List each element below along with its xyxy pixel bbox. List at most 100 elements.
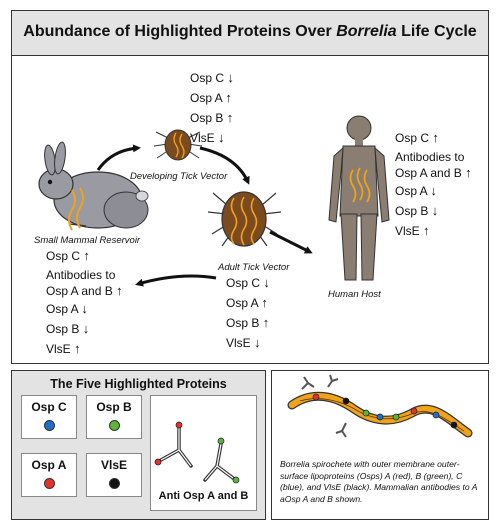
antibody-label: Anti Osp A and B	[158, 490, 249, 502]
osp-b-dot	[362, 409, 370, 417]
level-arrow: ↓	[254, 335, 261, 350]
levels-reservoir: Osp C ↑ Antibodies to Osp A and B ↑ Osp …	[46, 246, 123, 359]
antibodies-label: Osp A and B	[395, 166, 462, 180]
level-row: Osp A and B ↑	[46, 283, 123, 299]
legend-osp-a-name: Osp A	[31, 458, 67, 472]
vlse-dot	[342, 397, 350, 405]
level-arrow: ↑	[74, 341, 81, 356]
level-row: Osp C ↓	[226, 273, 270, 293]
antibodies-label: Antibodies to	[46, 268, 116, 282]
level-row: Osp A ↑	[226, 293, 270, 313]
protein-label: VlsE	[226, 336, 251, 350]
caption-human: Human Host	[328, 289, 381, 300]
protein-label: Osp A	[226, 296, 259, 310]
levels-developing-tick: Osp C ↓ Osp A ↑ Osp B ↑ VlsE ↓	[190, 68, 234, 148]
spirochete-flagellum	[299, 398, 465, 432]
level-row: Antibodies to	[46, 268, 123, 283]
protein-label: Osp B	[395, 204, 429, 218]
protein-label: Osp C	[46, 249, 81, 263]
protein-label: Osp B	[226, 316, 260, 330]
antibodies-label: Osp A and B	[46, 284, 113, 298]
level-row: Antibodies to	[395, 150, 472, 165]
legend-osp-a: Osp A	[21, 453, 77, 497]
caption-developing-tick: Developing Tick Vector	[130, 171, 228, 182]
levels-adult-tick: Osp C ↓ Osp A ↑ Osp B ↑ VlsE ↓	[226, 273, 270, 353]
level-arrow: ↓	[430, 183, 437, 198]
life-cycle-illustration	[38, 115, 390, 287]
legend-osp-c: Osp C	[21, 395, 77, 439]
arrow-reservoir-to-developing-tick	[96, 144, 141, 171]
level-row: VlsE ↓	[226, 333, 270, 353]
arrow-adult-tick-to-human	[269, 230, 313, 254]
protein-label: Osp A	[190, 91, 223, 105]
level-row: Osp A ↓	[395, 181, 472, 201]
level-row: Osp A ↓	[46, 299, 123, 319]
protein-label: Osp B	[46, 322, 80, 336]
level-row: Osp A ↑	[190, 88, 234, 108]
level-arrow: ↑	[226, 110, 234, 125]
protein-label: Osp C	[226, 276, 261, 290]
cycle-arrows	[96, 144, 313, 287]
osp-a-dot	[312, 393, 320, 401]
vlse-dot	[109, 478, 120, 489]
protein-label: Osp C	[395, 131, 430, 145]
arrow-adult-tick-to-reservoir	[135, 274, 217, 287]
level-row: Osp C ↓	[190, 68, 234, 88]
osp-a-dot	[44, 478, 55, 489]
spirochete-panel: Borrelia spirochete with outer membrane …	[271, 370, 489, 520]
protein-label: Osp C	[190, 71, 225, 85]
arrow-developing-to-adult-tick	[199, 146, 250, 185]
caption-reservoir: Small Mammal Reservoir	[34, 235, 141, 246]
vlse-dot	[450, 421, 458, 429]
osp-a-dot	[410, 407, 418, 415]
developing-tick-icon	[153, 129, 203, 161]
legend-vlse-name: VlsE	[100, 458, 127, 472]
level-arrow: ↑	[423, 223, 430, 238]
legend-osp-b-name: Osp B	[96, 400, 132, 414]
antibodies-label: Antibodies to	[395, 150, 465, 164]
level-arrow: ↑	[432, 130, 439, 145]
level-row: Osp C ↑	[395, 128, 472, 148]
antibody-icon	[154, 421, 240, 484]
level-row: Osp C ↑	[46, 246, 123, 266]
level-row: Osp A and B ↑	[395, 165, 472, 181]
level-arrow: ↑	[83, 248, 90, 263]
level-row: Osp B ↑	[190, 108, 234, 128]
osp-c-dot	[376, 413, 384, 421]
spirochete-caption: Borrelia spirochete with outer membrane …	[280, 459, 478, 504]
osp-b-dot	[109, 420, 120, 431]
title-organism: Borrelia	[336, 23, 397, 40]
antibody-legend: Anti Osp A and B	[150, 395, 257, 511]
protein-label: VlsE	[46, 342, 71, 356]
page-title: Abundance of Highlighted Proteins Over B…	[12, 23, 488, 41]
level-arrow: ↓	[218, 130, 225, 145]
level-row: Osp B ↓	[395, 201, 472, 221]
protein-legend-panel: The Five Highlighted Proteins Osp C Osp …	[11, 370, 266, 520]
spirochete-body	[288, 393, 472, 437]
level-row: Osp B ↓	[46, 319, 123, 339]
level-arrow: ↑	[262, 315, 270, 330]
protein-label: Osp B	[190, 111, 224, 125]
caption-adult-tick: Adult Tick Vector	[218, 262, 290, 273]
protein-label: Osp A	[46, 302, 79, 316]
human-icon	[328, 115, 390, 281]
level-arrow: ↓	[227, 70, 234, 85]
level-row: VlsE ↑	[46, 339, 123, 359]
legend-vlse: VlsE	[86, 453, 142, 497]
osp-c-dot	[432, 411, 440, 419]
osp-c-dot	[44, 420, 55, 431]
legend-osp-c-name: Osp C	[31, 400, 67, 414]
spirochete-illustration	[287, 374, 473, 438]
level-row: VlsE ↑	[395, 221, 472, 241]
level-arrow: ↓	[431, 203, 439, 218]
level-arrow: ↓	[263, 275, 270, 290]
protein-label: Osp A	[395, 184, 428, 198]
surface-antibodies	[301, 374, 347, 438]
level-arrow: ↑	[225, 90, 232, 105]
level-arrow: ↑	[116, 283, 123, 298]
level-arrow: ↑	[465, 165, 472, 180]
level-row: Osp B ↑	[226, 313, 270, 333]
title-prefix: Abundance of Highlighted Proteins Over	[23, 23, 337, 40]
legend-osp-b: Osp B	[86, 395, 142, 439]
level-arrow: ↓	[82, 321, 90, 336]
